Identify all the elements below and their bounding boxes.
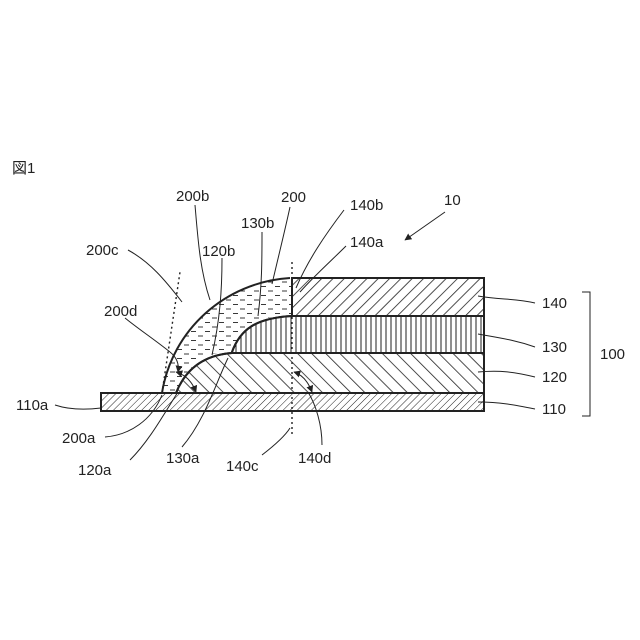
- label-layer-130-edge: 130a: [166, 450, 200, 467]
- label-layer-130-outer: 130b: [241, 215, 274, 232]
- bracket-100: [582, 292, 590, 416]
- leader-140: [478, 296, 535, 303]
- layer-140: [292, 278, 484, 316]
- leader-200: [272, 207, 290, 284]
- leader-120: [478, 371, 535, 377]
- label-layer-140-inner: 140a: [350, 234, 384, 251]
- leader-200d: [125, 318, 170, 352]
- label-stack: 100: [600, 346, 625, 363]
- leader-device-10: [405, 212, 445, 240]
- leader-110: [478, 402, 535, 409]
- figure-title: 図1: [12, 160, 35, 177]
- label-layer-120-edge: 120a: [78, 462, 112, 479]
- label-sealing: 200: [281, 189, 306, 206]
- label-layer-140: 140: [542, 295, 567, 312]
- label-layer-140-corner: 140c: [226, 458, 259, 475]
- leader-130: [478, 334, 535, 347]
- leader-140b: [296, 210, 344, 288]
- leader-200c: [128, 250, 182, 302]
- leader-140c: [262, 428, 290, 455]
- label-sealing-base: 200a: [62, 430, 96, 447]
- label-layer-140-angle: 140d: [298, 450, 331, 467]
- label-sealing-surface: 200c: [86, 242, 119, 259]
- leader-110a: [55, 405, 101, 409]
- layer-130: [232, 316, 484, 353]
- label-sealing-angle: 200d: [104, 303, 137, 320]
- label-sealing-outer: 200b: [176, 188, 209, 205]
- label-layer-110: 110: [542, 401, 566, 418]
- layer-120: [176, 353, 484, 393]
- label-layer-130: 130: [542, 339, 567, 356]
- label-layer-120: 120: [542, 369, 567, 386]
- label-layer-140-outer: 140b: [350, 197, 383, 214]
- label-layer-120-outer: 120b: [202, 243, 235, 260]
- label-device: 10: [444, 192, 461, 209]
- label-substrate-edge: 110a: [16, 397, 49, 414]
